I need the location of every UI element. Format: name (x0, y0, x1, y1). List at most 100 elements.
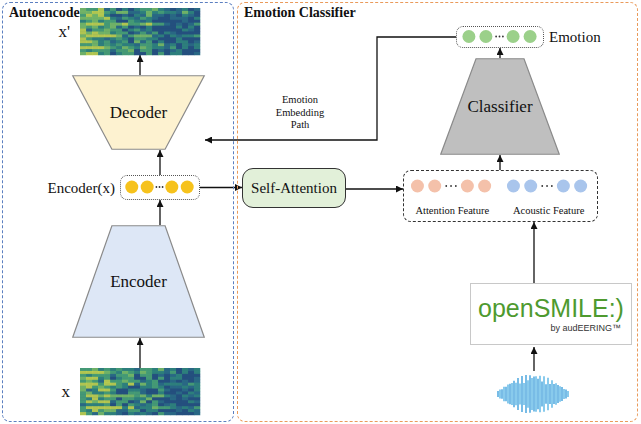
spectrogram-cell (122, 406, 128, 409)
spectrogram-cell (134, 368, 140, 371)
spectrogram-cell (134, 412, 140, 415)
wave-stroke (511, 383, 512, 405)
spectrogram-cell (158, 29, 164, 32)
spectrogram-cell (86, 380, 92, 383)
spectrogram-cell (140, 409, 146, 412)
spectrogram-cell (176, 14, 182, 17)
vector-dots (457, 27, 543, 47)
spectrogram-cell (194, 34, 200, 37)
spectrogram-cell (170, 374, 176, 377)
spectrogram-cell (170, 11, 176, 14)
spectrogram-cell (128, 49, 134, 52)
spectrogram-cell (170, 46, 176, 49)
spectrogram-cell (164, 383, 170, 386)
spectrogram-cell (194, 26, 200, 29)
flow-arrow (139, 55, 140, 75)
spectrogram-cell (116, 400, 122, 403)
spectrogram-cell (86, 371, 92, 374)
spectrogram-cell (122, 29, 128, 32)
spectrogram-cell (104, 14, 110, 17)
spectrogram-cell (92, 14, 98, 17)
spectrogram-cell (122, 14, 128, 17)
spectrogram-cell (80, 29, 86, 32)
spectrogram-cell (98, 23, 104, 26)
vector-dot (141, 181, 154, 194)
spectrogram-cell (98, 8, 104, 11)
spectrogram-cell (164, 43, 170, 46)
spectrogram-cell (152, 374, 158, 377)
spectrogram-cell (92, 403, 98, 406)
spectrogram-cell (116, 11, 122, 14)
spectrogram-cell (164, 392, 170, 395)
spectrogram-cell (110, 380, 116, 383)
spectrogram-cell (98, 26, 104, 29)
spectrogram-cell (152, 406, 158, 409)
spectrogram-cell (110, 368, 116, 371)
spectrogram-cell (134, 400, 140, 403)
spectrogram-cell (158, 394, 164, 397)
wave-stroke (501, 389, 502, 399)
spectrogram-cell (146, 23, 152, 26)
spectrogram-cell (146, 43, 152, 46)
spectrogram-cell (182, 20, 188, 23)
spectrogram-cell (188, 34, 194, 37)
spectrogram-cell (128, 397, 134, 400)
spectrogram-cell (122, 32, 128, 35)
spectrogram-cell (182, 389, 188, 392)
spectrogram-cell (134, 406, 140, 409)
spectrogram-cell (188, 46, 194, 49)
spectrogram-cell (152, 34, 158, 37)
spectrogram-cell (104, 43, 110, 46)
spectrogram-cell (140, 389, 146, 392)
spectrogram-cell (182, 43, 188, 46)
spectrogram-cell (140, 40, 146, 43)
spectrogram-cell (164, 386, 170, 389)
spectrogram-cell (92, 377, 98, 380)
vector-dot (507, 30, 520, 43)
spectrogram-cell (134, 394, 140, 397)
spectrogram-cell (98, 11, 104, 14)
spectrogram-cell (98, 383, 104, 386)
wave-stroke (535, 376, 536, 411)
spectrogram-cell (104, 392, 110, 395)
spectrogram-cell (122, 377, 128, 380)
spectrogram-cell (122, 26, 128, 29)
wave-stroke (539, 376, 540, 413)
feature-dot (507, 180, 520, 193)
spectrogram-cell (116, 383, 122, 386)
spectrogram-cell (182, 11, 188, 14)
spectrogram-cell (158, 380, 164, 383)
spectrogram-cell (92, 23, 98, 26)
spectrogram-cell (170, 368, 176, 371)
spectrogram-cell (128, 26, 134, 29)
spectrogram-cell (86, 8, 92, 11)
spectrogram-cell (116, 374, 122, 377)
spectrogram-cell (92, 394, 98, 397)
spectrogram-cell (182, 380, 188, 383)
spectrogram-cell (176, 368, 182, 371)
spectrogram-cell (188, 32, 194, 35)
spectrogram-cell (140, 374, 146, 377)
spectrogram-cell (134, 46, 140, 49)
spectrogram-cell (158, 403, 164, 406)
spectrogram-cell (116, 20, 122, 23)
spectrogram-cell (152, 392, 158, 395)
spectrogram-cell (116, 397, 122, 400)
spectrogram-cell (164, 368, 170, 371)
spectrogram-cell (140, 392, 146, 395)
spectrogram-cell (110, 32, 116, 35)
spectrogram-cell (170, 400, 176, 403)
spectrogram-cell (188, 37, 194, 40)
spectrogram-cell (86, 37, 92, 40)
spectrogram-cell (104, 8, 110, 11)
spectrogram-cell (86, 43, 92, 46)
spectrogram-cell (116, 14, 122, 17)
spectrogram-cell (122, 380, 128, 383)
spectrogram-cell (188, 374, 194, 377)
ellipsis-dot (495, 36, 497, 38)
spectrogram-cell (152, 14, 158, 17)
spectrogram-cell (140, 8, 146, 11)
spectrogram-cell (164, 49, 170, 52)
wave-stroke (541, 381, 542, 406)
